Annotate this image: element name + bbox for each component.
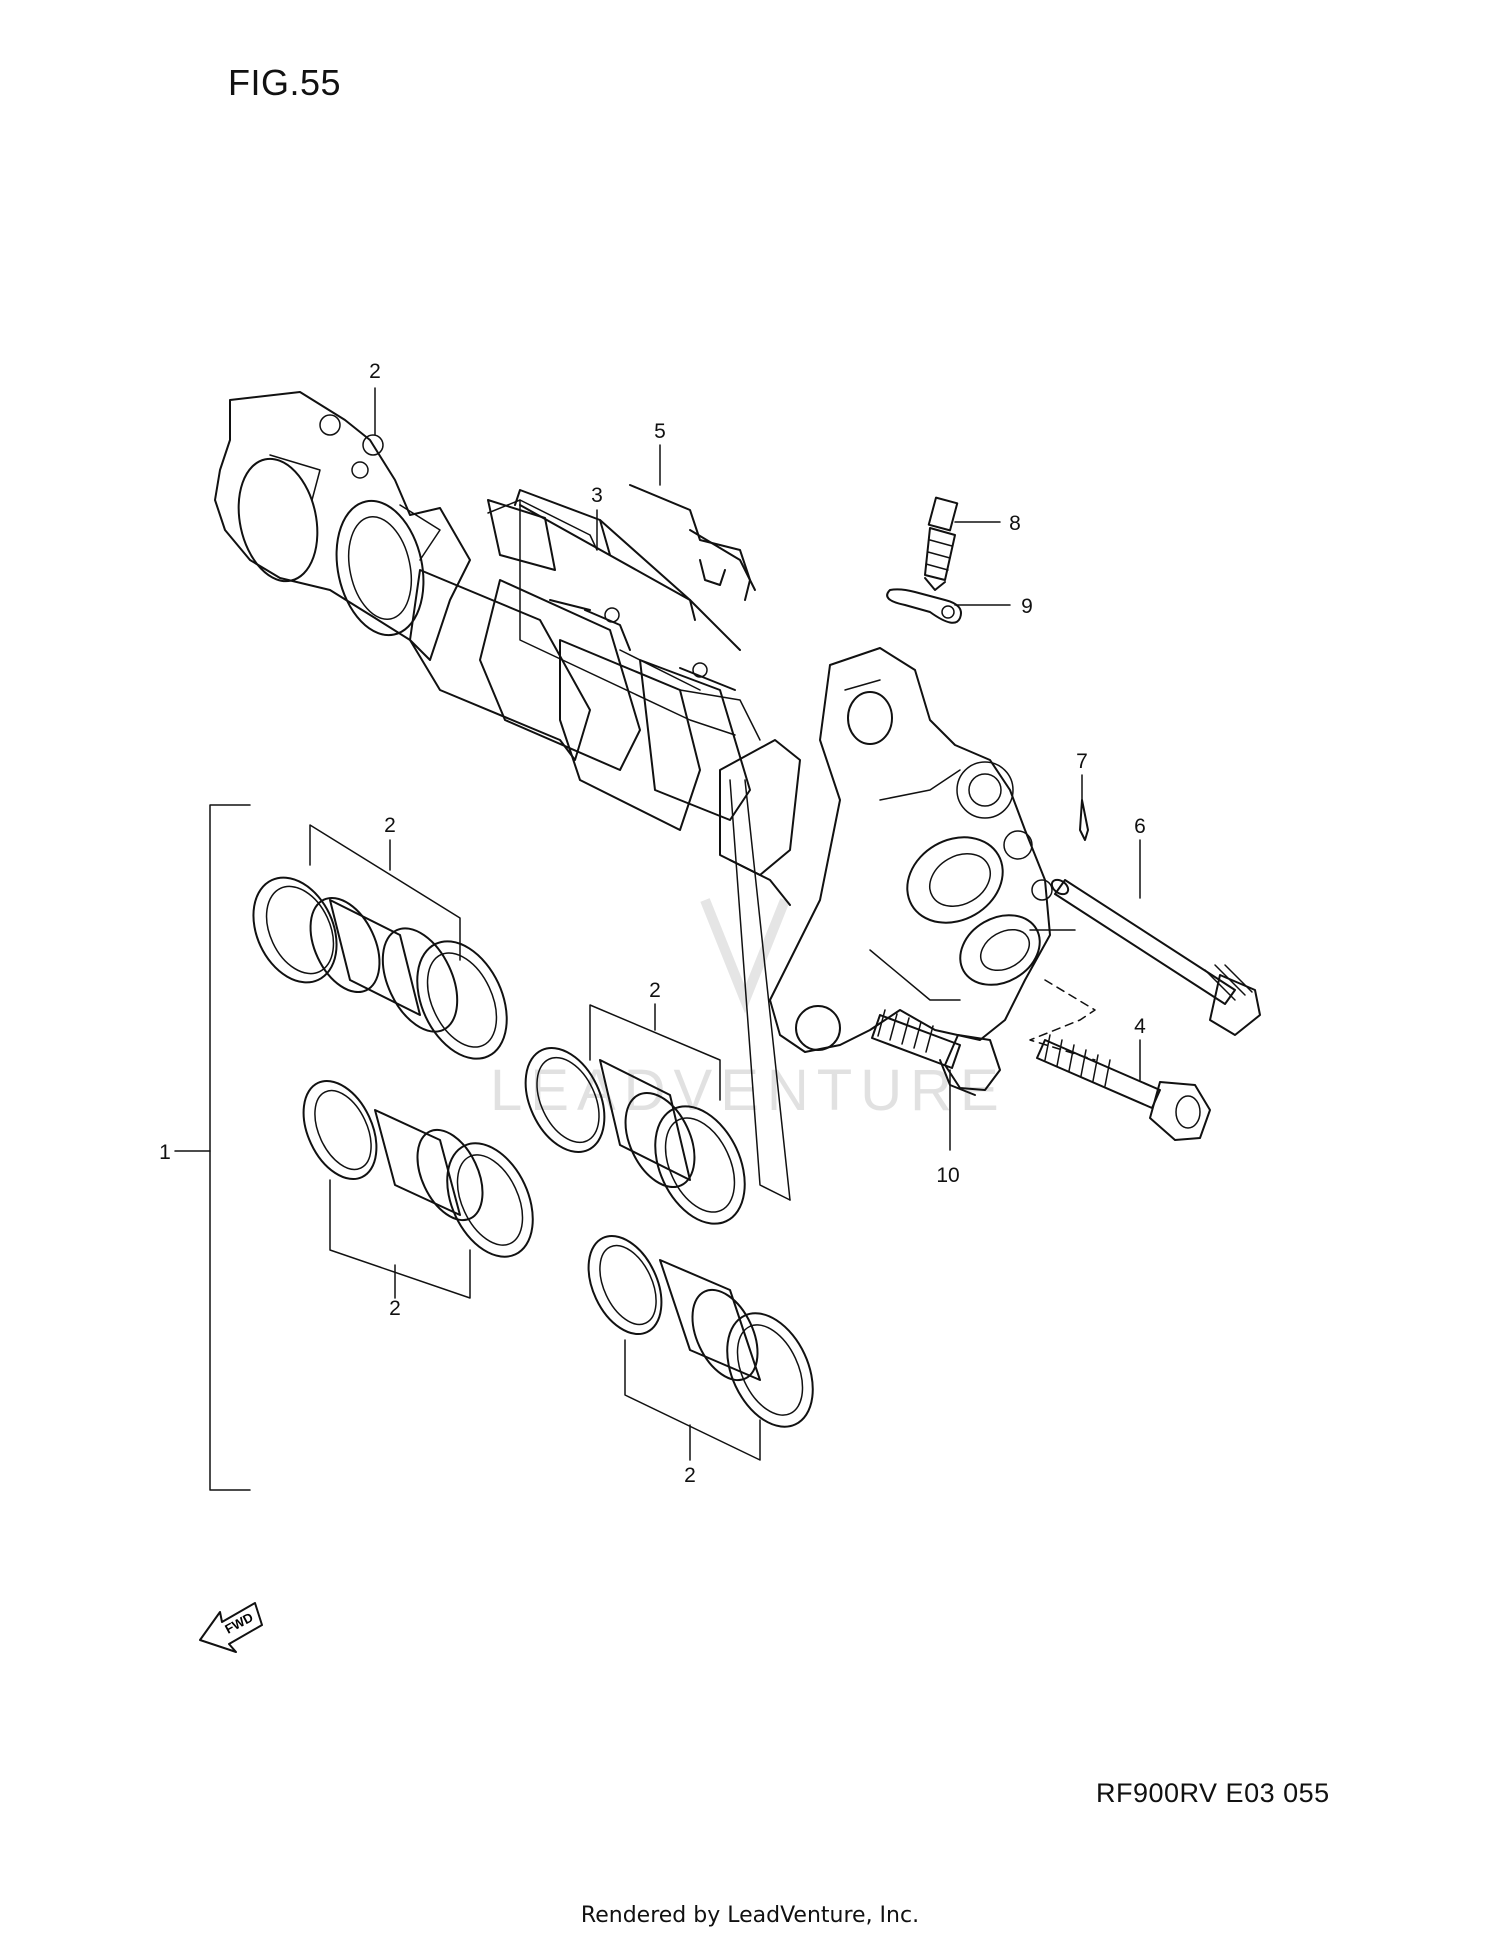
figure-title: FIG.55 (228, 62, 342, 103)
callout-10: 10 (936, 1164, 959, 1187)
piston-seal-set-a (252, 876, 508, 1060)
callout-8: 8 (1009, 512, 1021, 535)
callout-7: 7 (1076, 750, 1088, 773)
callout-2-piston-b: 2 (389, 1297, 401, 1320)
pad-shim-edge (744, 779, 791, 1201)
watermark: LEADVENTURE (490, 898, 1007, 1123)
callout-2-piston-d: 2 (684, 1464, 696, 1487)
callout-3: 3 (591, 484, 603, 507)
forward-arrow-icon: FWD (199, 1602, 263, 1653)
callout-2-top: 2 (369, 360, 381, 383)
rendered-by-footer: Rendered by LeadVenture, Inc. (580, 1903, 920, 1928)
piston-seal-set-c (524, 1047, 746, 1225)
watermark-text: LEADVENTURE (490, 1058, 1007, 1123)
callout-5: 5 (654, 420, 666, 443)
callout-6: 6 (1134, 815, 1146, 838)
piston-seal-set-d (587, 1234, 814, 1428)
pad-pin-clip (1079, 799, 1089, 841)
caliper-bolt (1036, 1034, 1211, 1141)
pad-spring (629, 484, 756, 601)
leader-lines (174, 387, 1141, 1491)
callout-1: 1 (159, 1141, 171, 1164)
caliper-inner-half (769, 647, 1096, 1061)
callout-2-piston-c: 2 (649, 979, 661, 1002)
piston-seal-set-b (302, 1079, 534, 1258)
callout-9: 9 (1021, 595, 1033, 618)
diagram-code: RF900RV E03 055 (1096, 1778, 1330, 1808)
pad-shim-edge-2 (729, 779, 791, 1201)
pad-pin (1050, 878, 1261, 1036)
brake-pad-set (409, 489, 801, 906)
bleeder-valve (924, 496, 959, 591)
callout-4: 4 (1134, 1015, 1146, 1038)
callout-2-piston-a: 2 (384, 814, 396, 837)
callout-labels: 2 3 5 8 9 7 6 4 10 1 2 2 2 2 (159, 360, 1146, 1487)
caliper-outer-half (214, 391, 471, 661)
bleeder-cap (886, 588, 962, 624)
